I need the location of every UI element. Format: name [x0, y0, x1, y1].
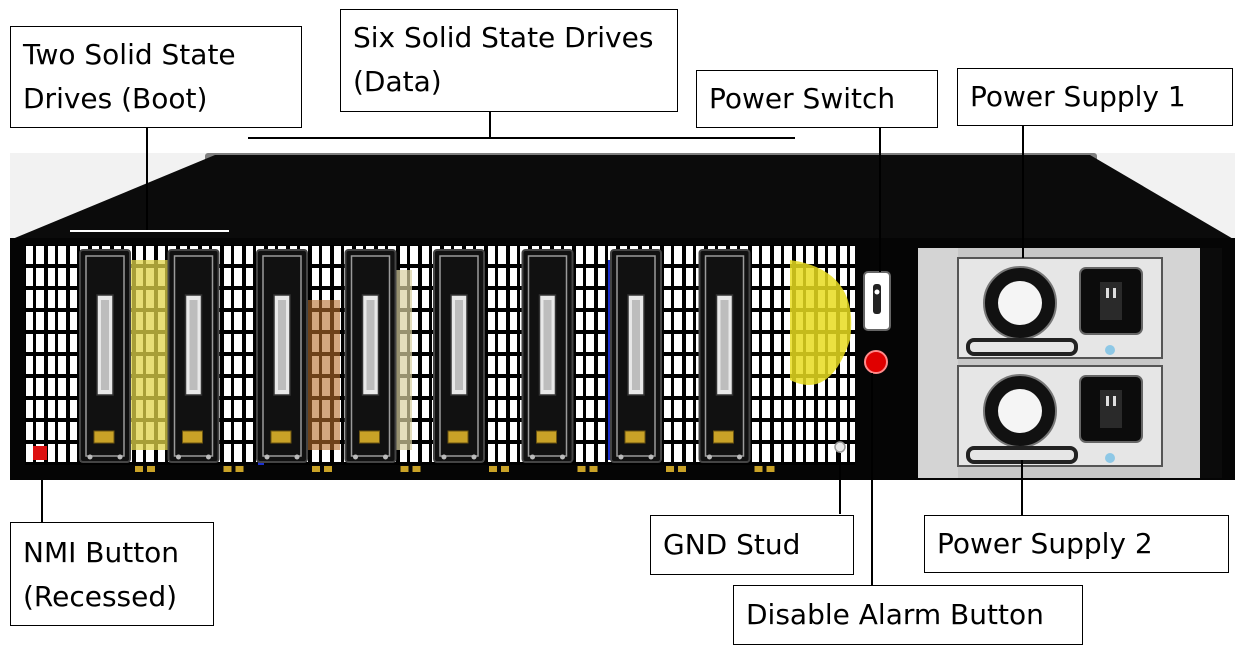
drive-bay-pad: [235, 466, 244, 472]
callout-boot-drives-line-1: Two Solid State: [23, 38, 236, 71]
drive-bay-pad: [754, 466, 763, 472]
drive-bay-pad: [312, 466, 320, 472]
power-supplies: [957, 257, 1163, 467]
callout-boot-drives-line-2: Drives (Boot): [23, 82, 208, 115]
callout-data-drives-line-2: (Data): [353, 65, 442, 98]
drive-caddy[interactable]: [521, 249, 574, 463]
drive-caddy[interactable]: [167, 249, 220, 463]
callout-disable-alarm-text: Disable Alarm Button: [746, 598, 1044, 631]
drive-latch[interactable]: [624, 430, 646, 444]
power-switch-rocker-icon: [873, 284, 881, 314]
disable-alarm-button[interactable]: [864, 350, 888, 374]
power-supply-1: [957, 257, 1163, 359]
drive-caddy[interactable]: [256, 249, 308, 463]
callout-power-supply-1-text: Power Supply 1: [970, 80, 1186, 113]
callout-data-drives: Six Solid State Drives (Data): [340, 9, 678, 112]
drive-latch[interactable]: [93, 430, 115, 444]
drive-bay-pad: [501, 466, 509, 472]
callout-gnd-stud: GND Stud: [650, 515, 854, 575]
drive-bay-pad: [678, 466, 686, 472]
nmi-button[interactable]: [33, 446, 47, 460]
drive-latch[interactable]: [359, 430, 380, 444]
callout-nmi-button: NMI Button (Recessed): [10, 522, 214, 626]
drive-bay-pad: [577, 466, 586, 472]
drive-bay-pad: [412, 466, 421, 472]
callout-power-supply-1: Power Supply 1: [957, 68, 1233, 126]
drive-bay-pad: [766, 466, 775, 472]
callout-nmi-button-line-2: (Recessed): [23, 580, 178, 613]
callout-nmi-button-line-1: NMI Button: [23, 536, 180, 569]
drive-bay-pad: [147, 466, 155, 472]
drive-bay-pad: [135, 466, 143, 472]
callout-power-switch: Power Switch: [696, 70, 938, 128]
callout-gnd-stud-text: GND Stud: [663, 528, 801, 561]
drive-bay-pads: [135, 466, 775, 472]
drive-latch[interactable]: [536, 430, 557, 444]
power-supply-2: [957, 365, 1163, 467]
drive-caddy[interactable]: [698, 249, 751, 463]
psu-handle[interactable]: [966, 338, 1078, 356]
drive-bay-pad: [223, 466, 232, 472]
callout-power-supply-2: Power Supply 2: [924, 515, 1229, 573]
chassis-top-cover: [10, 155, 1235, 240]
drive-caddy[interactable]: [344, 249, 397, 463]
drive-bay-pad: [400, 466, 409, 472]
callout-data-drives-line-1: Six Solid State Drives: [353, 21, 654, 54]
callout-power-supply-2-text: Power Supply 2: [937, 527, 1153, 560]
drive-latch[interactable]: [713, 430, 734, 444]
drive-bays: [79, 249, 751, 463]
drive-bay-pad: [324, 466, 332, 472]
drive-bay-pad: [589, 466, 598, 472]
drive-bay-pad: [489, 466, 497, 472]
drive-latch[interactable]: [447, 430, 469, 444]
callout-power-switch-text: Power Switch: [709, 82, 896, 115]
drive-latch[interactable]: [182, 430, 203, 444]
gnd-stud: [834, 441, 846, 453]
drive-caddy[interactable]: [79, 249, 131, 463]
callout-disable-alarm: Disable Alarm Button: [733, 585, 1083, 645]
leader-lines: [41, 112, 1024, 585]
drive-latch[interactable]: [270, 430, 292, 444]
callout-boot-drives: Two Solid State Drives (Boot): [10, 26, 302, 128]
drive-caddy[interactable]: [610, 249, 662, 463]
drive-bay-pad: [666, 466, 674, 472]
drive-caddy[interactable]: [433, 249, 485, 463]
